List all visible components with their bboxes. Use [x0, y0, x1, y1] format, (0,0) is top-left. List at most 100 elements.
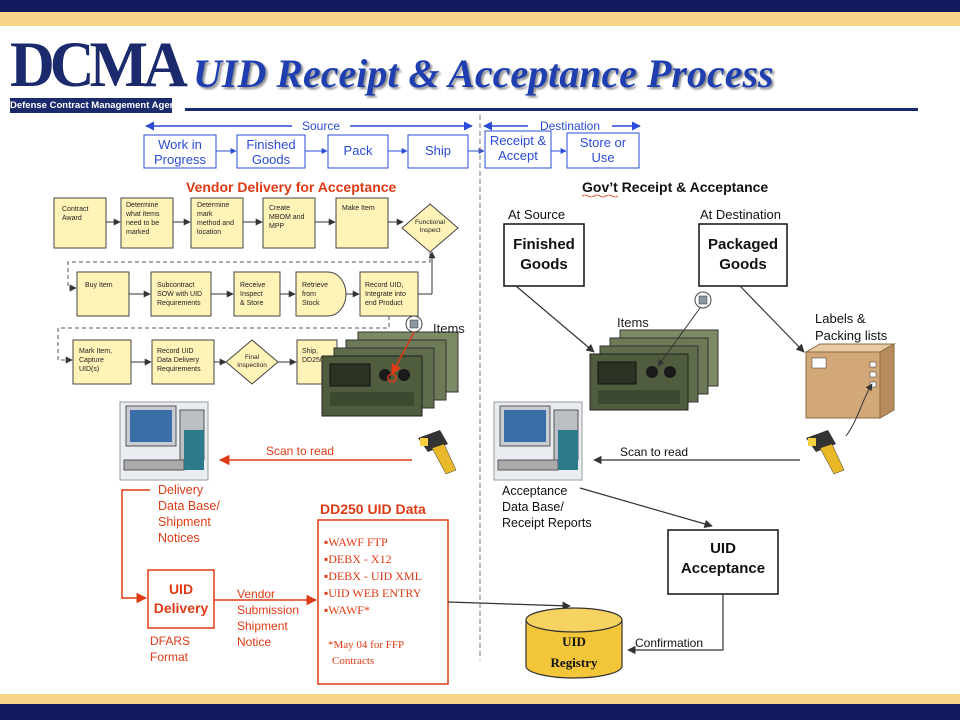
at-source-label: At Source [508, 207, 565, 222]
step-record-integrate-l1: Record UID, [365, 282, 404, 289]
step-receive-l1: Receive [240, 282, 265, 289]
delivery-db-l3: Shipment [158, 515, 211, 529]
package-box-icon [804, 343, 896, 419]
delivery-db-l4: Notices [158, 531, 200, 545]
phase-store-or-use-l1: Store or [580, 135, 627, 150]
packaged-goods-l2: Goods [719, 256, 767, 273]
gov-items-label: Items [617, 315, 649, 330]
ship-box-l2: DD250 [302, 357, 324, 364]
dd250-note-l2: Contracts [332, 655, 374, 667]
gov-barcode-scanner-icon [806, 430, 845, 475]
acceptance-db-to-uid-acceptance-arrow [579, 487, 713, 528]
step-make-item [335, 197, 389, 249]
packaged-goods-to-package-arrow [739, 285, 805, 353]
step-create-mbom-l2: MBOM and [269, 214, 305, 221]
step-record-integrate-l3: end Product [365, 300, 403, 307]
ship-box-l1: Ship, [302, 348, 318, 355]
vendor-scan-label: Scan to read [266, 444, 334, 458]
dd250-title: DD250 UID Data [320, 501, 426, 517]
step-receive-l2: Inspect [240, 291, 263, 298]
step-make-item-l1: Make Item [342, 205, 375, 212]
step-record-uid-integrate [359, 271, 419, 317]
dd250-item-5: ▪WAWF* [324, 603, 370, 617]
acceptance-db-l1: Acceptance [502, 484, 567, 498]
dfars-l2: Format [150, 650, 189, 664]
dd250-box [317, 519, 449, 685]
finished-goods-box [503, 223, 585, 287]
phase-box-ship [407, 134, 469, 169]
loop-row1-to-row2 [67, 252, 431, 292]
finished-goods-to-items-arrow [515, 285, 595, 353]
vendor-submission-l1: Vendor [237, 587, 275, 601]
vendor-submission-l3: Shipment [237, 619, 288, 633]
step-determine-items [120, 197, 174, 249]
vendor-computer-icon [119, 401, 209, 481]
phase-store-or-use-l2: Use [591, 150, 614, 165]
destination-label: Destination [540, 119, 600, 133]
phase-finished-goods-l1: Finished [246, 137, 295, 152]
logo-subtitle: Defense Contract Management Agency [10, 98, 186, 113]
vendor-submission-l4: Notice [237, 635, 271, 649]
at-destination-label: At Destination [700, 207, 781, 222]
uid-registry-l1: UID [562, 634, 586, 649]
gov-title-underline [581, 194, 619, 198]
uid-delivery-box [147, 569, 215, 629]
confirmation-label: Confirmation [635, 636, 703, 650]
destination-label-bg [528, 119, 612, 133]
step-contract-award-l1: Contract [62, 206, 89, 213]
phase-box-store-or-use [566, 132, 640, 169]
step-mark-item-l3: UID(s) [79, 366, 99, 373]
step-determine-mark-l1: Determine [197, 202, 229, 209]
step-subcontract-l3: Requirements [157, 300, 201, 307]
step-buy-item [76, 271, 130, 317]
phase-work-in-progress-l2: Progress [154, 152, 207, 167]
vendor-items-label: Items [433, 321, 465, 336]
step-subcontract-l1: Subcontract [157, 282, 194, 289]
step-contract-award [53, 197, 107, 249]
step-create-mbom-l1: Create [269, 205, 290, 212]
gov-scan-label: Scan to read [620, 445, 688, 459]
step-determine-items-l1: Determine [126, 202, 158, 209]
top-gold-band [0, 12, 960, 26]
dd250-item-3: ▪DEBX - UID XML [324, 569, 422, 583]
uid-acceptance-l2: Acceptance [681, 560, 765, 577]
dd250-note-l1: *May 04 for FFP [328, 639, 404, 651]
final-inspection-l2: Inspection [237, 362, 267, 369]
functional-inspect-l1: Functional [415, 219, 446, 226]
loop-row2-to-row3 [57, 316, 390, 364]
step-determine-mark [190, 197, 244, 249]
delivery-db-to-uid-delivery-arrow [121, 489, 150, 604]
delivery-db-l2: Data Base/ [158, 499, 220, 513]
phase-box-work-in-progress [143, 134, 217, 169]
phase-receipt-accept-l2: Accept [498, 148, 538, 163]
dd250-item-4: ▪UID WEB ENTRY [324, 586, 422, 600]
step-retrieve-l3: Stock [302, 300, 320, 307]
phase-work-in-progress-l1: Work in [158, 137, 202, 152]
step-determine-items-l3: need to be [126, 220, 159, 227]
final-inspection-l1: Final [245, 354, 260, 361]
uid-acceptance-to-registry-arrow [627, 594, 724, 655]
page-title: UID Receipt & Acceptance Process [193, 51, 774, 96]
phase-finished-goods-l2: Goods [252, 152, 291, 167]
step-determine-mark-l4: location [197, 229, 221, 236]
dfars-l1: DFARS [150, 634, 190, 648]
step-create-mbom-l3: MPP [269, 223, 285, 230]
dd250-item-2: ▪DEBX - X12 [324, 552, 392, 566]
phase-timeline: Source Destination Work in Progress Fini… [143, 119, 641, 169]
step-determine-mark-l3: method and [197, 220, 234, 227]
gov-section-title: Gov’t Receipt & Acceptance [582, 179, 768, 195]
finished-goods-l2: Goods [520, 256, 568, 273]
gov-computer-icon [493, 401, 583, 481]
step-record-data-l1: Record UID [157, 348, 194, 355]
vendor-submission-l2: Submission [237, 603, 299, 617]
labels-l2: Packing lists [815, 328, 888, 343]
top-navy-band [0, 0, 960, 12]
phase-ship-label: Ship [425, 143, 451, 158]
uid-acceptance-box [667, 529, 779, 595]
step-determine-items-l2: what items [125, 211, 160, 218]
decision-final-inspection [225, 339, 279, 385]
functional-inspect-l2: Inspect [420, 227, 441, 234]
gov-tag-arrow [657, 307, 701, 367]
packaged-goods-box [698, 223, 788, 287]
source-label: Source [302, 119, 340, 133]
